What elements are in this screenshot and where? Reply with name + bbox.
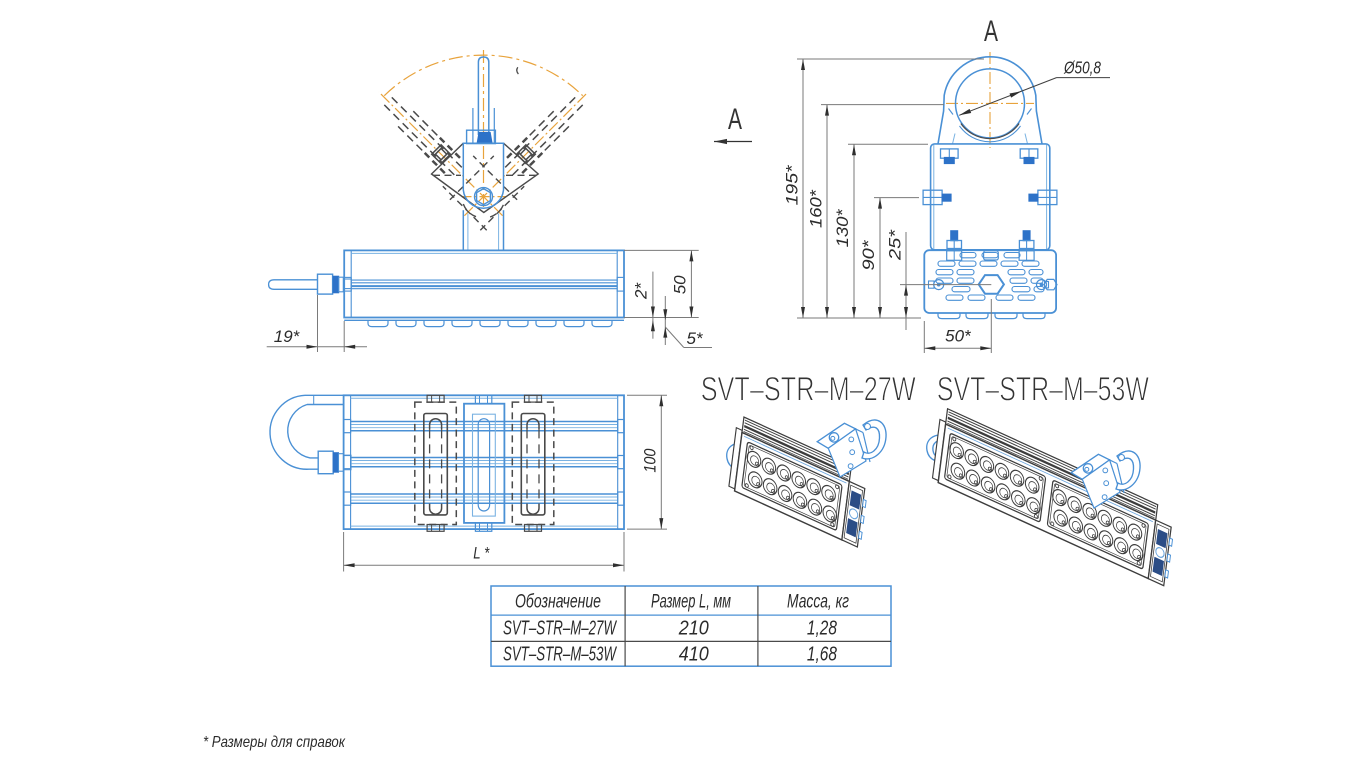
svg-text:19*: 19* bbox=[274, 327, 301, 346]
svg-text:50*: 50* bbox=[945, 327, 972, 346]
svg-text:SVT–STR–M–53W: SVT–STR–M–53W bbox=[503, 644, 617, 666]
svg-text:A: A bbox=[984, 15, 998, 48]
svg-text:Ø50,8: Ø50,8 bbox=[1063, 58, 1101, 78]
svg-text:Масса, кг: Масса, кг bbox=[787, 592, 849, 613]
svg-text:410: 410 bbox=[679, 644, 709, 666]
svg-text:2*: 2* bbox=[632, 282, 651, 300]
svg-text:160*: 160* bbox=[807, 189, 826, 228]
svg-text:5*: 5* bbox=[686, 329, 703, 348]
svg-text:90*: 90* bbox=[859, 239, 878, 271]
svg-text:130*: 130* bbox=[833, 208, 852, 247]
svg-text:1,28: 1,28 bbox=[807, 618, 837, 640]
svg-text:SVT–STR–M–53W: SVT–STR–M–53W bbox=[937, 370, 1149, 408]
svg-text:195*: 195* bbox=[783, 164, 802, 206]
svg-text:1,68: 1,68 bbox=[807, 644, 837, 666]
svg-text:* Размеры для справок: * Размеры для справок bbox=[203, 734, 346, 751]
svg-text:SVT–STR–M–27W: SVT–STR–M–27W bbox=[503, 618, 617, 640]
svg-text:50: 50 bbox=[671, 275, 690, 294]
svg-text:Размер L, мм: Размер L, мм bbox=[651, 592, 731, 613]
svg-text:L *: L * bbox=[473, 544, 490, 563]
svg-text:100: 100 bbox=[640, 448, 659, 472]
svg-text:25*: 25* bbox=[886, 228, 905, 261]
svg-text:Обозначение: Обозначение bbox=[515, 592, 601, 613]
svg-text:210: 210 bbox=[678, 618, 709, 640]
svg-text:A: A bbox=[728, 103, 742, 136]
svg-text:SVT–STR–M–27W: SVT–STR–M–27W bbox=[701, 370, 916, 408]
